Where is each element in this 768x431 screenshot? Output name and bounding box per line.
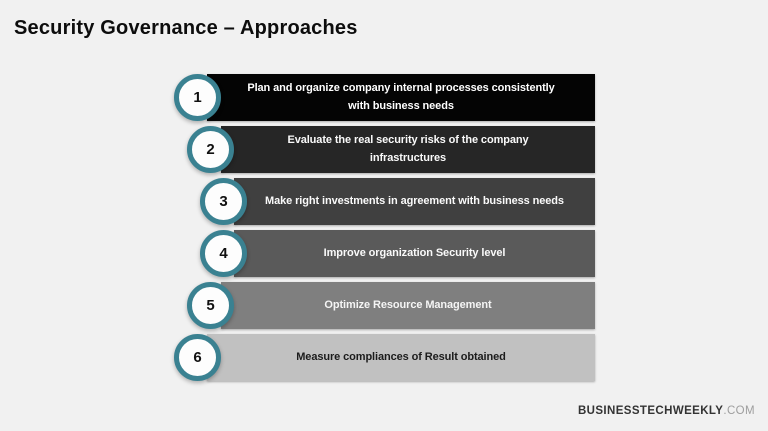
step-bar-4: Improve organization Security level [234,230,595,277]
step-number-3: 3 [219,193,228,210]
step-number-1: 1 [193,89,202,106]
step-row-1: Plan and organize company internal proce… [0,74,768,121]
step-number-2: 2 [206,141,215,158]
step-label-1: Plan and organize company internal proce… [247,82,555,112]
step-number-badge-6: 6 [174,334,221,381]
step-label-5: Optimize Resource Management [324,298,492,311]
step-row-6: Measure compliances of Result obtained 6 [0,334,768,381]
step-row-4: Improve organization Security level 4 [0,230,768,277]
step-label-2: Evaluate the real security risks of the … [287,134,529,164]
step-row-3: Make right investments in agreement with… [0,178,768,225]
step-bar-2: Evaluate the real security risks of the … [221,126,595,173]
step-label-3: Make right investments in agreement with… [265,194,564,207]
brand-tld: .COM [723,405,755,417]
brand-wordmark: BUSINESSTECHWEEKLY.COM [578,405,755,417]
step-label-4: Improve organization Security level [323,246,506,259]
step-number-badge-4: 4 [200,230,247,277]
step-bar-1: Plan and organize company internal proce… [207,74,595,121]
step-row-5: Optimize Resource Management 5 [0,282,768,329]
step-row-2: Evaluate the real security risks of the … [0,126,768,173]
step-number-badge-5: 5 [187,282,234,329]
step-bar-6: Measure compliances of Result obtained [207,334,595,381]
step-number-6: 6 [193,349,202,366]
step-number-4: 4 [219,245,228,262]
step-number-badge-2: 2 [187,126,234,173]
step-number-badge-1: 1 [174,74,221,121]
brand-name: BUSINESSTECHWEEKLY [577,405,724,417]
page-title: Security Governance – Approaches [14,17,358,39]
step-number-5: 5 [206,297,215,314]
step-bar-3: Make right investments in agreement with… [234,178,595,225]
step-bar-5: Optimize Resource Management [221,282,595,329]
step-number-badge-3: 3 [200,178,247,225]
step-label-6: Measure compliances of Result obtained [296,350,506,363]
